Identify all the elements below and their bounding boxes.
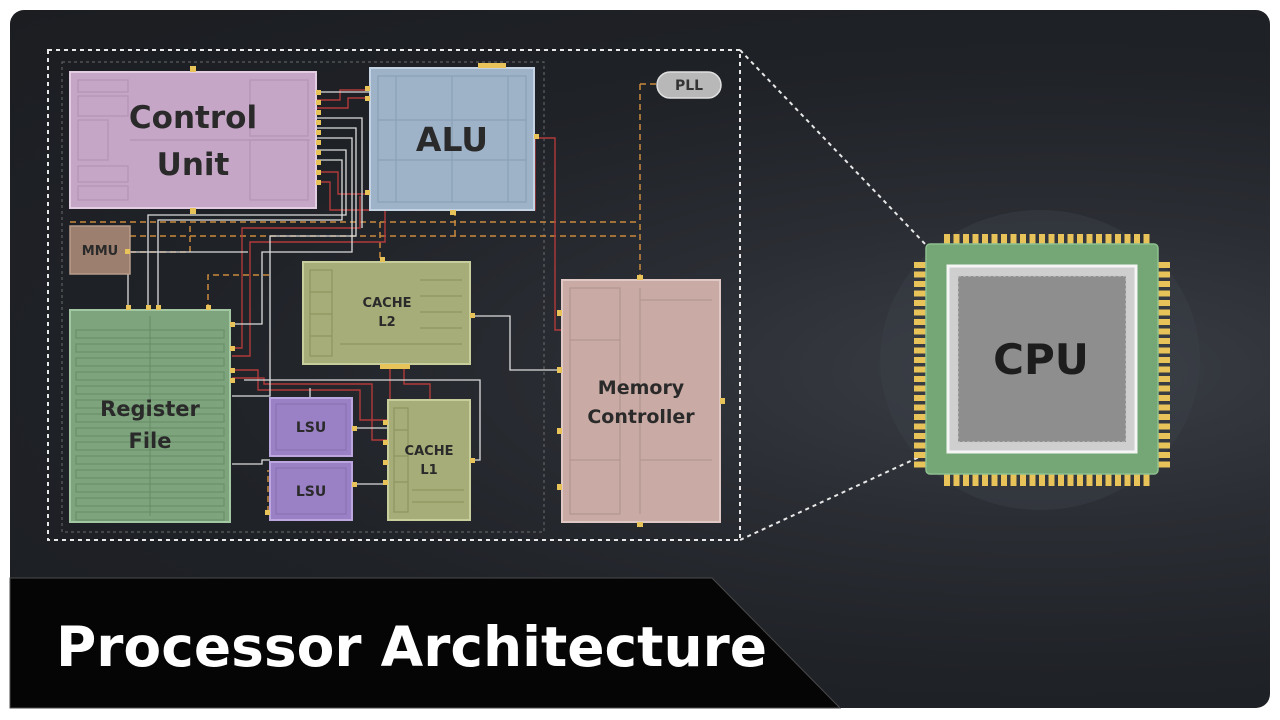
cpu-chip: CPU — [880, 210, 1200, 510]
cache-l2-label-line1: CACHE — [363, 296, 412, 311]
mmu-block: MMU — [69, 225, 131, 275]
register-file-block: Register File — [69, 309, 231, 523]
mmu-label: MMU — [82, 244, 118, 259]
control-unit-label-line1: Control — [129, 100, 257, 136]
lsu-block-2: LSU — [269, 461, 353, 521]
register-file-label-line1: Register — [100, 397, 200, 421]
cache-l1-label-line2: L1 — [420, 463, 437, 478]
alu-label: ALU — [416, 120, 488, 159]
inner-boundary — [61, 61, 545, 533]
zoom-line-top — [739, 49, 949, 269]
cpu-label: CPU — [993, 335, 1089, 384]
register-file-label-line2: File — [129, 429, 172, 453]
title-banner: Processor Architecture — [9, 577, 842, 709]
zoom-frame — [47, 49, 741, 541]
cache-l1-block: CACHE L1 — [387, 399, 471, 521]
lsu-2-label: LSU — [296, 484, 326, 500]
lsu-block-1: LSU — [269, 397, 353, 457]
control-unit-block: Control Unit — [69, 71, 317, 209]
cache-l2-label-line2: L2 — [378, 315, 395, 330]
zoom-line-bottom — [739, 451, 931, 541]
memory-controller-label-line1: Memory — [598, 377, 685, 399]
pll-block: PLL — [656, 71, 722, 99]
control-unit-label-line2: Unit — [157, 147, 230, 183]
cache-l2-block: CACHE L2 — [302, 261, 471, 365]
alu-block: ALU — [369, 67, 535, 211]
cache-l1-label-line1: CACHE — [405, 444, 454, 459]
chip-die — [957, 275, 1127, 443]
lsu-1-label: LSU — [296, 420, 326, 436]
connector-pads — [125, 63, 725, 527]
chip-pins — [914, 234, 1170, 486]
memory-controller-block: Memory Controller — [561, 279, 721, 523]
page-title: Processor Architecture — [56, 615, 767, 679]
pll-label: PLL — [675, 78, 703, 94]
red-signal-wires — [232, 89, 562, 441]
memory-controller-label-line2: Controller — [587, 406, 695, 428]
